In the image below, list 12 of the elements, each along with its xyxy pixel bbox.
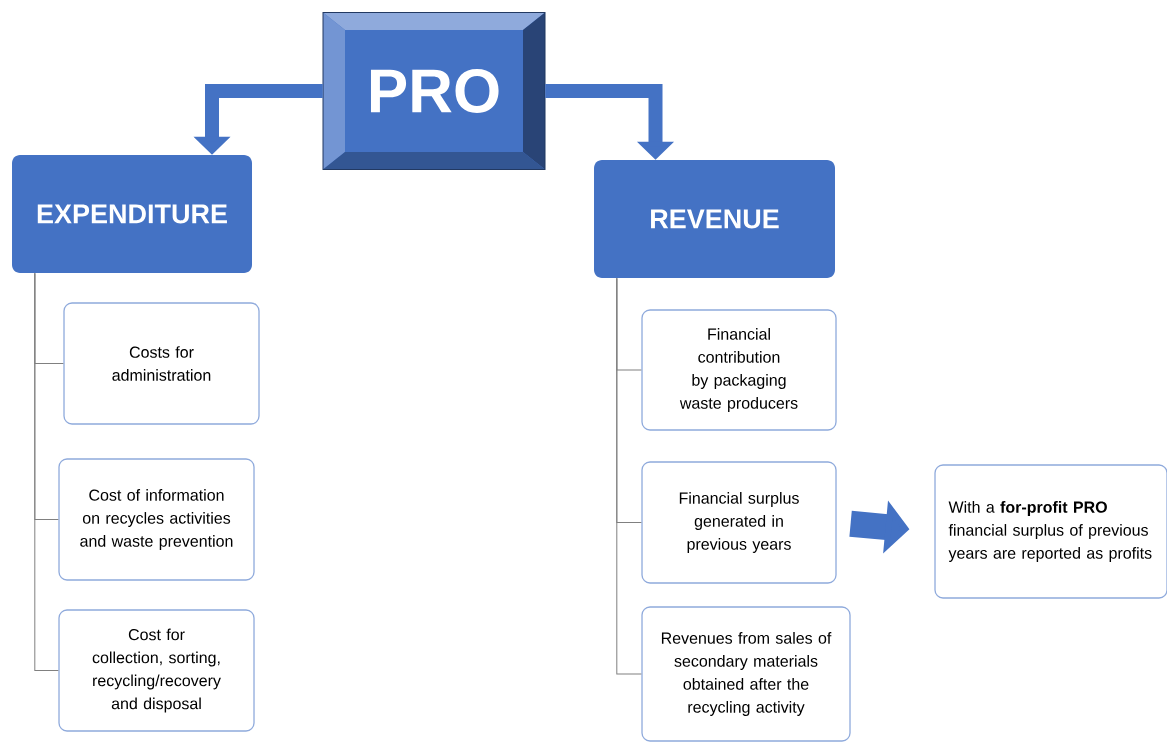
connector-line	[616, 277, 642, 675]
text-box: Financial surplus generated in previous years	[641, 461, 837, 584]
connector-line	[34, 272, 59, 671]
text-box: Cost of information on recycles activities and waste prevention	[58, 458, 255, 581]
text-box: Costs for administration	[63, 302, 260, 425]
text-box: Revenues from sales of secondary materials obtained after the recycling activity	[641, 606, 851, 742]
header-box: REVENUE	[594, 160, 835, 278]
text-box: With a for-profit PRO financial surplus of previous years are reported as profits	[934, 464, 1167, 599]
text-box: Financial contribution by packaging waste producers	[641, 309, 837, 431]
text-box: Cost for collection, sorting, recycling/recovery and disposal	[58, 609, 255, 732]
bevel-box: PRO	[322, 12, 546, 170]
header-box: EXPENDITURE	[12, 155, 252, 273]
